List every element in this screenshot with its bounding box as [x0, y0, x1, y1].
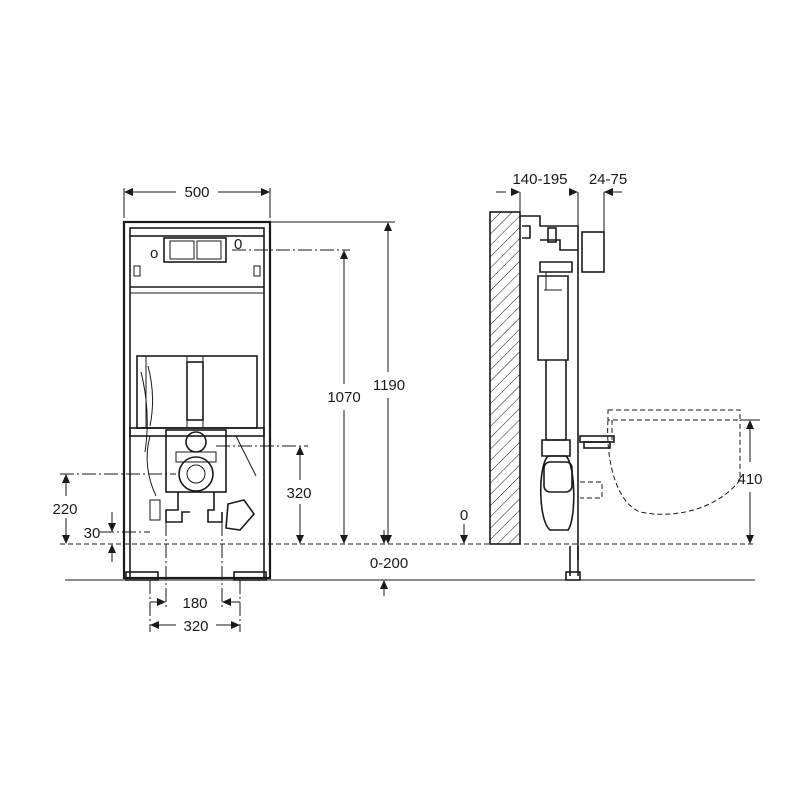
dim-range-0-200: 0-200: [370, 530, 408, 596]
dim-height-1070: 1070: [232, 249, 361, 544]
wc-bowl: [580, 409, 741, 515]
dim-height-220: 220: [52, 473, 176, 544]
dim-label-320-bottom: 320: [183, 618, 208, 635]
dim-label-1070: 1070: [327, 389, 360, 406]
cistern: [136, 355, 258, 453]
front-o-left: o: [150, 245, 158, 262]
side-frame: [520, 215, 615, 581]
frame-outline: [122, 220, 272, 580]
dim-label-30: 30: [84, 525, 101, 542]
drain-circle-top: [185, 431, 207, 453]
dim-label-0: 0: [460, 507, 468, 524]
dim-floor-zero: 0: [460, 507, 468, 544]
front-view: o 0: [122, 220, 272, 581]
dim-label-0-200: 0-200: [370, 555, 408, 572]
dim-label-410: 410: [737, 471, 762, 488]
drain-circle-main: [178, 456, 214, 492]
dim-height-30: 30: [84, 512, 150, 562]
dim-label-220: 220: [52, 501, 77, 518]
dim-spacing-320: 320: [149, 580, 241, 635]
floor-lines: [60, 543, 755, 581]
dim-label-320-front: 320: [286, 485, 311, 502]
dim-depth-24-75: 24-75: [589, 171, 627, 232]
dim-height-410: 410: [737, 419, 763, 544]
drain-assembly: [129, 427, 265, 531]
dim-label-500: 500: [184, 184, 209, 201]
dim-label-140-195: 140-195: [512, 171, 567, 188]
dim-height-320-front: 320: [216, 445, 312, 544]
dim-label-180: 180: [182, 595, 207, 612]
flush-plate: o 0: [133, 236, 261, 277]
dim-width-500: 500: [123, 184, 271, 218]
dim-spacing-180: 180: [150, 522, 240, 612]
wall-section: [489, 211, 521, 545]
side-view: [489, 211, 741, 581]
frame-feet: [125, 571, 267, 581]
dim-height-1190: 1190: [270, 221, 405, 544]
dim-label-1190: 1190: [373, 377, 405, 394]
dim-offset-140-195: 140-195: [496, 171, 579, 226]
dim-label-24-75: 24-75: [589, 171, 627, 188]
front-o-right: 0: [234, 236, 242, 253]
